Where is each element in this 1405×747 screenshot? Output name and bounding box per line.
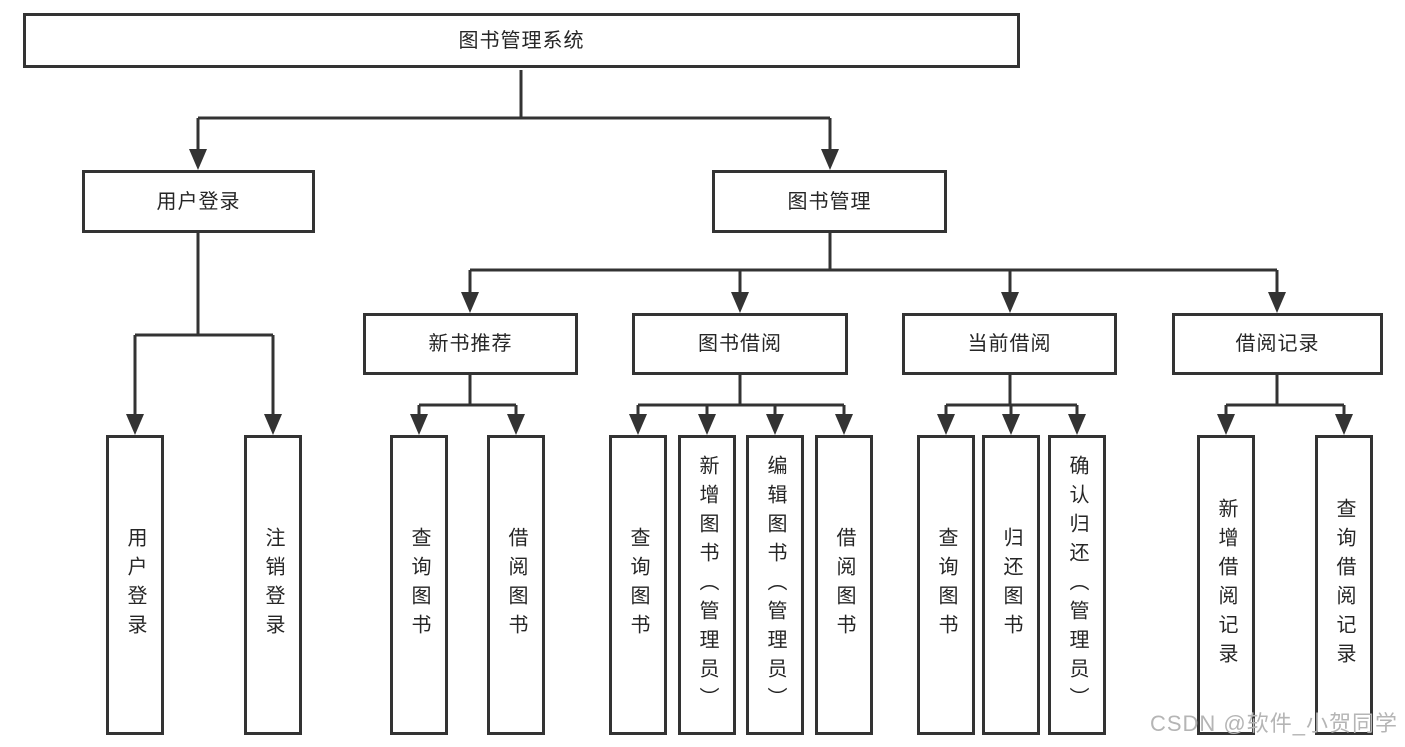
connector-borrow-records-to-leaves (1217, 375, 1353, 435)
connector-new-book-recommend-to-leaves (410, 375, 525, 435)
node-leaf-query-book-recommend: 查询图书 (390, 435, 448, 735)
connector-user-login-to-leaves (126, 233, 282, 435)
node-label: 查询图书 (408, 527, 430, 643)
node-label: 图书借阅 (698, 333, 782, 355)
connector-book-management-to-level3 (461, 233, 1286, 313)
node-label: 用户登录 (124, 527, 146, 643)
node-leaf-borrow-book-recommend: 借阅图书 (487, 435, 545, 735)
node-leaf-user-login: 用户登录 (106, 435, 164, 735)
node-label: 确认归还（管理员） (1066, 454, 1088, 716)
node-leaf-query-book-borrowing: 查询图书 (609, 435, 667, 735)
node-label: 用户登录 (156, 190, 241, 213)
node-label: 新增图书（管理员） (696, 454, 718, 716)
node-label: 当前借阅 (967, 333, 1052, 355)
node-label: 查询借阅记录 (1333, 498, 1355, 672)
node-label: 借阅图书 (833, 527, 855, 643)
node-leaf-edit-book-admin: 编辑图书（管理员） (746, 435, 804, 735)
node-label: 查询图书 (935, 527, 957, 643)
node-label: 查询图书 (627, 527, 649, 643)
node-label: 新书推荐 (428, 333, 513, 355)
node-label: 借阅图书 (505, 527, 527, 643)
node-leaf-confirm-return-admin: 确认归还（管理员） (1048, 435, 1106, 735)
node-leaf-return-book: 归还图书 (982, 435, 1040, 735)
node-leaf-add-book-admin: 新增图书（管理员） (678, 435, 736, 735)
node-label: 新增借阅记录 (1215, 498, 1237, 672)
node-leaf-add-borrow-record: 新增借阅记录 (1197, 435, 1255, 735)
connector-root-to-level2 (189, 70, 839, 170)
node-label: 注销登录 (262, 527, 284, 643)
node-leaf-query-book-current: 查询图书 (917, 435, 975, 735)
node-book-borrowing: 图书借阅 (632, 313, 848, 375)
node-label: 归还图书 (1000, 527, 1022, 643)
connector-current-borrowing-to-leaves (937, 375, 1086, 435)
node-library-system: 图书管理系统 (23, 13, 1020, 68)
node-label: 图书管理 (787, 190, 872, 213)
node-user-login: 用户登录 (82, 170, 315, 233)
node-borrow-records: 借阅记录 (1172, 313, 1383, 375)
csdn-watermark: CSDN @软件_小贺同学 (1149, 711, 1398, 736)
node-new-book-recommend: 新书推荐 (363, 313, 578, 375)
connector-book-borrowing-to-leaves (629, 375, 853, 435)
node-book-management: 图书管理 (712, 170, 947, 233)
node-label: 借阅记录 (1235, 333, 1320, 355)
node-leaf-query-borrow-record: 查询借阅记录 (1315, 435, 1373, 735)
node-leaf-borrow-book: 借阅图书 (815, 435, 873, 735)
node-label: 编辑图书（管理员） (764, 454, 786, 716)
node-current-borrowing: 当前借阅 (902, 313, 1117, 375)
node-label: 图书管理系统 (458, 29, 585, 52)
node-leaf-logout: 注销登录 (244, 435, 302, 735)
